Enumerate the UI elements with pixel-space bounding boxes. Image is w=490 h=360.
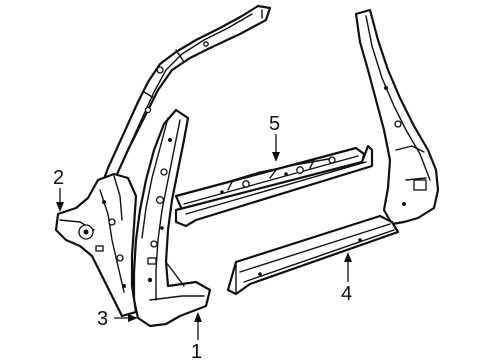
- callout-labels: 1 2 3 4 5: [53, 113, 352, 360]
- callout-2: 2: [53, 167, 64, 189]
- callout-4: 4: [341, 283, 352, 305]
- callout-3: 3: [97, 308, 108, 330]
- callout-leaders: [56, 134, 352, 340]
- callout-5: 5: [269, 113, 280, 135]
- rocker-and-quarter-assembly: [226, 8, 440, 296]
- sill-reinforcement: [174, 144, 374, 228]
- callout-1: 1: [191, 341, 202, 360]
- front-pillar-assembly: [54, 4, 272, 328]
